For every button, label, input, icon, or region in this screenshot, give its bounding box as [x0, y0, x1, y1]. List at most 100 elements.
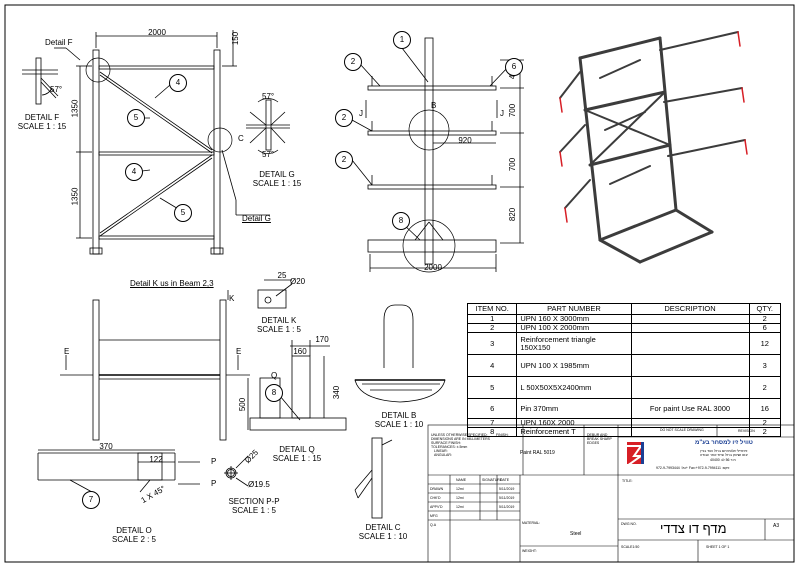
dim-front-width: 2000 — [148, 28, 166, 37]
balloon-q-8: 8 — [265, 384, 283, 402]
dim-front-top: 150 — [231, 31, 241, 46]
tb-date-chkd: 5/11/2019 — [499, 496, 515, 500]
bom-item-no: 4 — [466, 354, 518, 377]
dim-k-25: 25 — [277, 271, 287, 280]
dim-side-base: 2000 — [424, 263, 442, 272]
tb-notes-2: DIMENSIONS ARE IN MILLIMETERS — [431, 437, 490, 441]
detail-f-scale: SCALE 1 : 15 — [17, 122, 67, 131]
detail-k-note: Detail K us in Beam 2,3 — [130, 279, 214, 288]
balloon-side-2a: 2 — [344, 53, 362, 71]
bom-description — [630, 376, 750, 399]
tb-weight-label: WEIGHT: — [522, 549, 537, 553]
bom-header-part: PART NUMBER — [516, 303, 632, 315]
dim-o-370: 370 — [99, 442, 113, 451]
tb-do-not-scale: DO NOT SCALE DRAWING — [660, 428, 704, 432]
section-pp-title: SECTION P-P — [228, 497, 280, 506]
dim-k-diameter: Ø20 — [290, 277, 306, 286]
dim-front-h1: 1350 — [70, 99, 80, 118]
plan-upright-right — [219, 299, 227, 441]
sheet-border — [4, 4, 795, 563]
side-view — [351, 37, 524, 273]
bom-qty: 12 — [748, 332, 782, 355]
bom-header-item: ITEM NO. — [466, 303, 518, 315]
detail-f-title: DETAIL F — [24, 113, 60, 122]
tb-deburr-1: DEBUR AND — [587, 433, 608, 437]
detail-f-view — [22, 47, 81, 105]
tb-role-drawn: DRAWN — [430, 487, 444, 491]
dim-o-122: 122 — [149, 455, 163, 464]
detail-b-view — [354, 304, 446, 403]
view-letter-c: C — [238, 134, 244, 143]
tb-role-mfg: MFG — [430, 514, 438, 518]
bill-of-materials: ITEM NO. PART NUMBER DESCRIPTION QTY. 1 … — [466, 303, 782, 437]
bom-qty: 2 — [748, 427, 782, 437]
tb-hdr-date: DATE — [500, 478, 510, 482]
side-arm-1 — [367, 85, 497, 91]
bom-part-number: Reinforcement triangle 150X150 — [516, 332, 632, 355]
tb-deburr-2: BREAK SHARP — [587, 437, 612, 441]
tb-drawing-title: מדף דו צדדי — [660, 521, 727, 536]
front-brace-1 — [99, 71, 213, 151]
tb-title-label: TITLE: — [622, 479, 633, 483]
front-brace-2 — [99, 157, 213, 237]
detail-q-scale: SCALE 1 : 15 — [272, 454, 322, 463]
tb-company-phone: טל: 972-9-7993444+ Fax:+972-9-7994111 :פ… — [656, 466, 730, 470]
tb-hdr-name: NAME — [456, 478, 467, 482]
detail-k-title: DETAIL K — [261, 316, 297, 325]
bom-row: 5 L 50X50X5X2400mm 2 — [466, 376, 782, 399]
detail-g-scale: SCALE 1 : 15 — [252, 179, 302, 188]
bom-qty: 3 — [748, 354, 782, 377]
bom-row: 6 Pin 370mm For paint Use RAL 3000 16 — [466, 398, 782, 419]
balloon-side-1: 1 — [393, 31, 411, 49]
dim-side-920: 920 — [458, 136, 472, 145]
balloon-side-8: 8 — [392, 212, 410, 230]
bom-item-no: 6 — [466, 398, 518, 419]
bom-description — [630, 332, 750, 355]
tb-date-drawn: 5/11/2019 — [499, 487, 515, 491]
balloon-front-4b: 4 — [125, 163, 143, 181]
bom-part-number: UPN 100 X 2000mm — [516, 323, 632, 333]
dim-pp-195: Ø19.5 — [248, 480, 270, 489]
dim-side-700b: 700 — [508, 157, 518, 172]
bom-header-row: ITEM NO. PART NUMBER DESCRIPTION QTY. — [466, 303, 782, 315]
tb-notes-4: TOLERANCES: ±.5mm — [431, 445, 468, 449]
section-pp-scale: SCALE 1 : 5 — [231, 506, 277, 515]
bom-description: For paint Use RAL 3000 — [630, 398, 750, 419]
tb-finish-value: Paint RAL 5019 — [520, 450, 555, 456]
tb-revision: REVISION — [738, 429, 755, 433]
bom-part-number: UPN 100 X 1985mm — [516, 354, 632, 377]
iso-column-back — [578, 56, 602, 242]
tb-size: A3 — [773, 523, 780, 529]
detail-q-view — [247, 340, 347, 431]
detail-k-view — [257, 279, 293, 309]
balloon-side-2c: 2 — [335, 151, 353, 169]
view-letter-e-left: E — [64, 347, 70, 356]
section-pp-view — [224, 455, 249, 487]
tb-company-line3: יבוא ושיווק ברזל וציוד אחר עבודה — [700, 453, 749, 457]
bom-row: 2 UPN 100 X 2000mm 6 — [466, 323, 782, 333]
tb-name-chkd: 12mi — [456, 496, 464, 500]
detail-o-title: DETAIL O — [116, 526, 152, 535]
dim-front-h2: 1350 — [70, 187, 80, 206]
tb-name-appvd: 12mi — [456, 505, 464, 509]
detail-b-scale: SCALE 1 : 10 — [374, 420, 424, 429]
tb-role-qa: Q.A — [430, 523, 437, 527]
view-letter-k: K — [229, 294, 235, 303]
side-arm-2 — [367, 130, 497, 136]
iso-column-front — [658, 36, 678, 212]
dim-q-500: 500 — [238, 397, 248, 412]
bom-item-no: 3 — [466, 332, 518, 355]
dim-side-700a: 700 — [508, 103, 518, 118]
view-letter-j-left: J — [359, 109, 363, 118]
tb-sheet: SHEET 1 OF 1 — [706, 545, 730, 549]
balloon-front-5b: 5 — [174, 204, 192, 222]
detail-g-view — [246, 98, 290, 154]
tb-material-value: Steel — [570, 531, 582, 537]
front-upright-left — [92, 49, 100, 255]
bom-qty: 16 — [748, 398, 782, 419]
bom-item-no: 8 — [466, 427, 518, 437]
isometric-render — [559, 31, 748, 264]
tb-hdr-signature: SIGNATURE — [482, 478, 503, 482]
